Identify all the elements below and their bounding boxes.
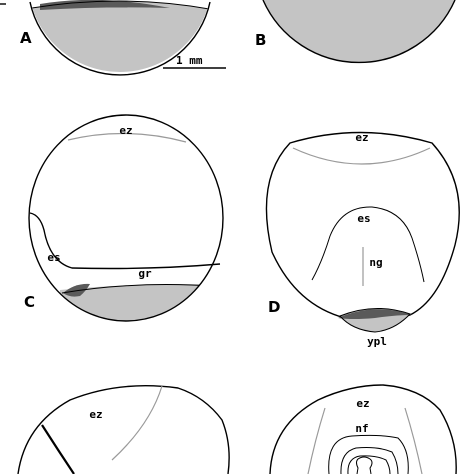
panel-b-letter: B	[255, 31, 266, 49]
panel-c-outline	[28, 114, 224, 322]
panel-a-dark-crescent	[40, 0, 170, 10]
panel-c-embryo	[28, 114, 224, 322]
panel-a-outline	[29, 1, 211, 76]
panel-a-yolk	[28, 1, 212, 72]
panel-c: ez es gr C	[24, 114, 224, 322]
scale-bar: 1 mm	[163, 54, 226, 69]
panel-a-embryo	[0, 0, 212, 76]
panel-f-ez-boundary-left	[307, 407, 326, 474]
panel-f-outline	[269, 384, 457, 474]
panel-c-label-es: es	[47, 251, 60, 264]
panel-d-label-ng: ng	[369, 256, 382, 269]
panel-d-label-ypl: ypl	[367, 335, 387, 348]
panel-d-outline	[265, 131, 460, 322]
panel-b-outline	[262, 0, 456, 64]
panel-b-yolk	[263, 0, 455, 63]
panel-d-label-es: es	[357, 212, 370, 225]
panel-f-ez-boundary-right	[404, 407, 423, 474]
panel-c-label-ez: ez	[119, 124, 132, 137]
panel-f-label-ez: ez	[356, 397, 369, 410]
panel-e-ez-boundary	[111, 385, 163, 461]
panel-d-embryonic-shield	[311, 206, 425, 283]
panel-c-ez-boundary	[67, 132, 187, 143]
panel-d: ez es ng ypl D	[265, 131, 460, 348]
panel-b: B	[255, 0, 456, 64]
panel-d-yolk-plug-rim	[338, 309, 412, 319]
panel-e-outline	[17, 385, 230, 474]
panel-e-embryo-axis	[41, 424, 75, 474]
panel-d-ez-boundary	[292, 147, 431, 165]
panel-f: ez nf	[269, 384, 457, 474]
panel-e: ez	[17, 385, 230, 474]
panel-c-epiboly-margin	[29, 212, 221, 270]
panel-f-neural-plate-tip	[356, 456, 373, 474]
scale-bar-label: 1 mm	[176, 54, 203, 67]
panel-f-neural-fold-middle	[340, 447, 399, 474]
panel-f-neural-fold-outer	[328, 434, 409, 474]
panel-c-letter: C	[24, 293, 35, 311]
panel-f-label-nf: nf	[355, 422, 368, 435]
panel-f-neural-fold-inner	[347, 455, 391, 474]
panel-a: A	[0, 0, 212, 76]
panel-c-label-gr: gr	[138, 267, 152, 280]
panel-d-label-ez: ez	[355, 131, 368, 144]
panel-d-embryo	[265, 131, 460, 333]
panel-a-letter: A	[20, 29, 32, 47]
panel-e-label-ez: ez	[89, 408, 102, 421]
panel-d-letter: D	[268, 298, 280, 316]
panel-c-dark-lip	[63, 283, 90, 297]
